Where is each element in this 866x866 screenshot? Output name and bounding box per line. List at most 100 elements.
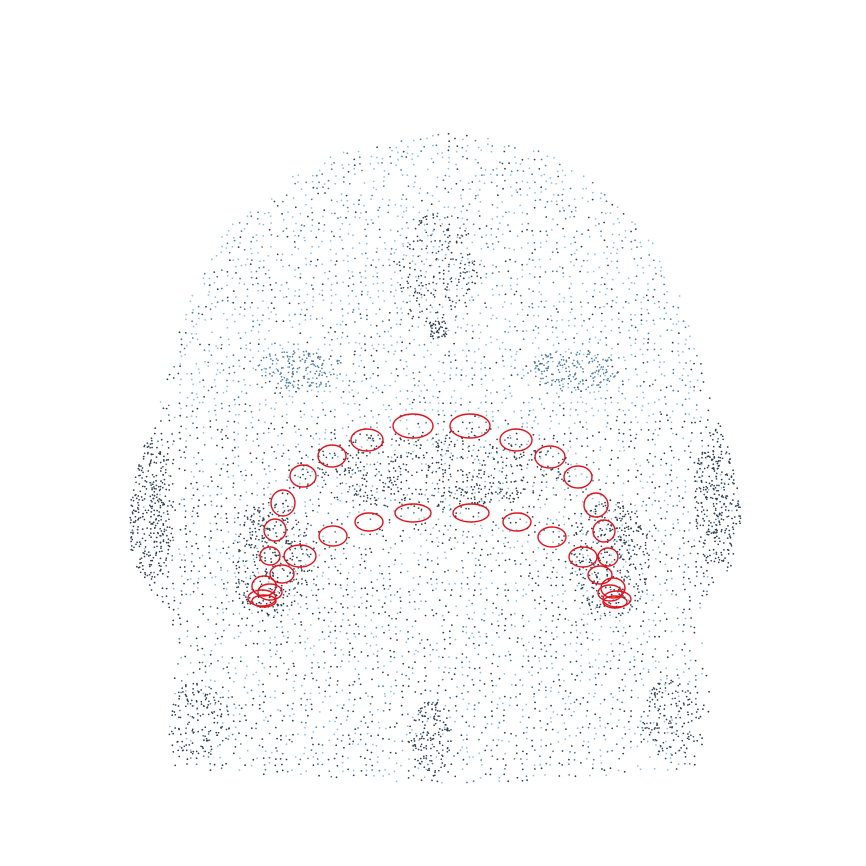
point <box>538 291 541 293</box>
point <box>640 733 642 736</box>
point <box>557 558 560 561</box>
point <box>582 259 585 262</box>
point <box>377 162 380 165</box>
point <box>269 642 272 644</box>
point <box>605 369 608 371</box>
point <box>510 288 513 291</box>
point <box>570 253 573 256</box>
point <box>383 347 385 350</box>
point <box>275 535 278 538</box>
point <box>420 639 423 641</box>
point <box>701 453 704 455</box>
point <box>628 409 630 412</box>
point <box>627 720 630 723</box>
point <box>329 452 331 455</box>
point <box>277 435 279 437</box>
point <box>543 548 545 551</box>
point <box>192 383 195 386</box>
point <box>245 491 248 493</box>
point <box>617 456 619 459</box>
point <box>411 729 413 731</box>
point <box>465 656 468 659</box>
point <box>598 468 600 470</box>
point <box>395 164 398 167</box>
point <box>630 281 633 284</box>
point <box>455 657 458 659</box>
point <box>289 319 291 322</box>
point <box>672 323 675 325</box>
point <box>372 653 375 655</box>
point <box>509 696 512 699</box>
point <box>310 524 312 527</box>
point <box>228 677 231 679</box>
point <box>196 708 198 711</box>
point <box>252 440 255 443</box>
point <box>682 630 684 633</box>
point <box>731 509 733 512</box>
point <box>197 719 199 722</box>
point <box>585 631 588 633</box>
point <box>310 198 313 201</box>
point <box>639 241 642 244</box>
point <box>658 690 661 693</box>
point <box>197 626 199 628</box>
point <box>383 486 385 488</box>
point <box>223 629 225 632</box>
point <box>377 497 380 500</box>
point <box>503 731 506 734</box>
point <box>178 697 181 700</box>
point <box>372 259 374 262</box>
point <box>657 606 660 608</box>
point <box>382 451 384 453</box>
point <box>587 350 590 352</box>
point <box>582 353 585 356</box>
point <box>485 343 487 346</box>
point <box>375 349 378 352</box>
point <box>696 354 698 357</box>
point <box>515 350 518 353</box>
point <box>408 666 410 669</box>
point <box>358 365 360 367</box>
point <box>341 619 344 621</box>
point <box>636 264 639 267</box>
point <box>445 557 447 559</box>
point <box>306 428 308 430</box>
point <box>411 458 414 460</box>
point <box>232 613 235 615</box>
point <box>485 540 488 543</box>
point <box>643 337 645 340</box>
point <box>327 512 330 515</box>
point <box>415 276 417 278</box>
point <box>415 523 417 526</box>
point <box>258 621 261 623</box>
point <box>640 678 643 680</box>
point <box>249 306 252 309</box>
point <box>245 734 248 737</box>
point <box>312 731 315 733</box>
point <box>429 533 432 536</box>
point <box>651 599 654 601</box>
point <box>396 215 399 218</box>
point <box>610 554 613 556</box>
point <box>394 302 396 305</box>
point <box>429 644 432 646</box>
point <box>244 383 247 386</box>
point <box>420 493 423 496</box>
point <box>168 725 171 728</box>
point <box>654 428 657 431</box>
point <box>293 295 296 297</box>
point <box>702 381 705 383</box>
point <box>485 587 488 590</box>
point <box>393 656 396 659</box>
point <box>660 275 663 277</box>
point <box>534 707 536 710</box>
point <box>318 468 321 470</box>
point <box>461 715 464 718</box>
point <box>269 637 272 639</box>
point <box>507 487 510 490</box>
point <box>286 421 288 424</box>
point <box>483 487 486 490</box>
point <box>377 389 380 392</box>
point <box>616 206 619 209</box>
